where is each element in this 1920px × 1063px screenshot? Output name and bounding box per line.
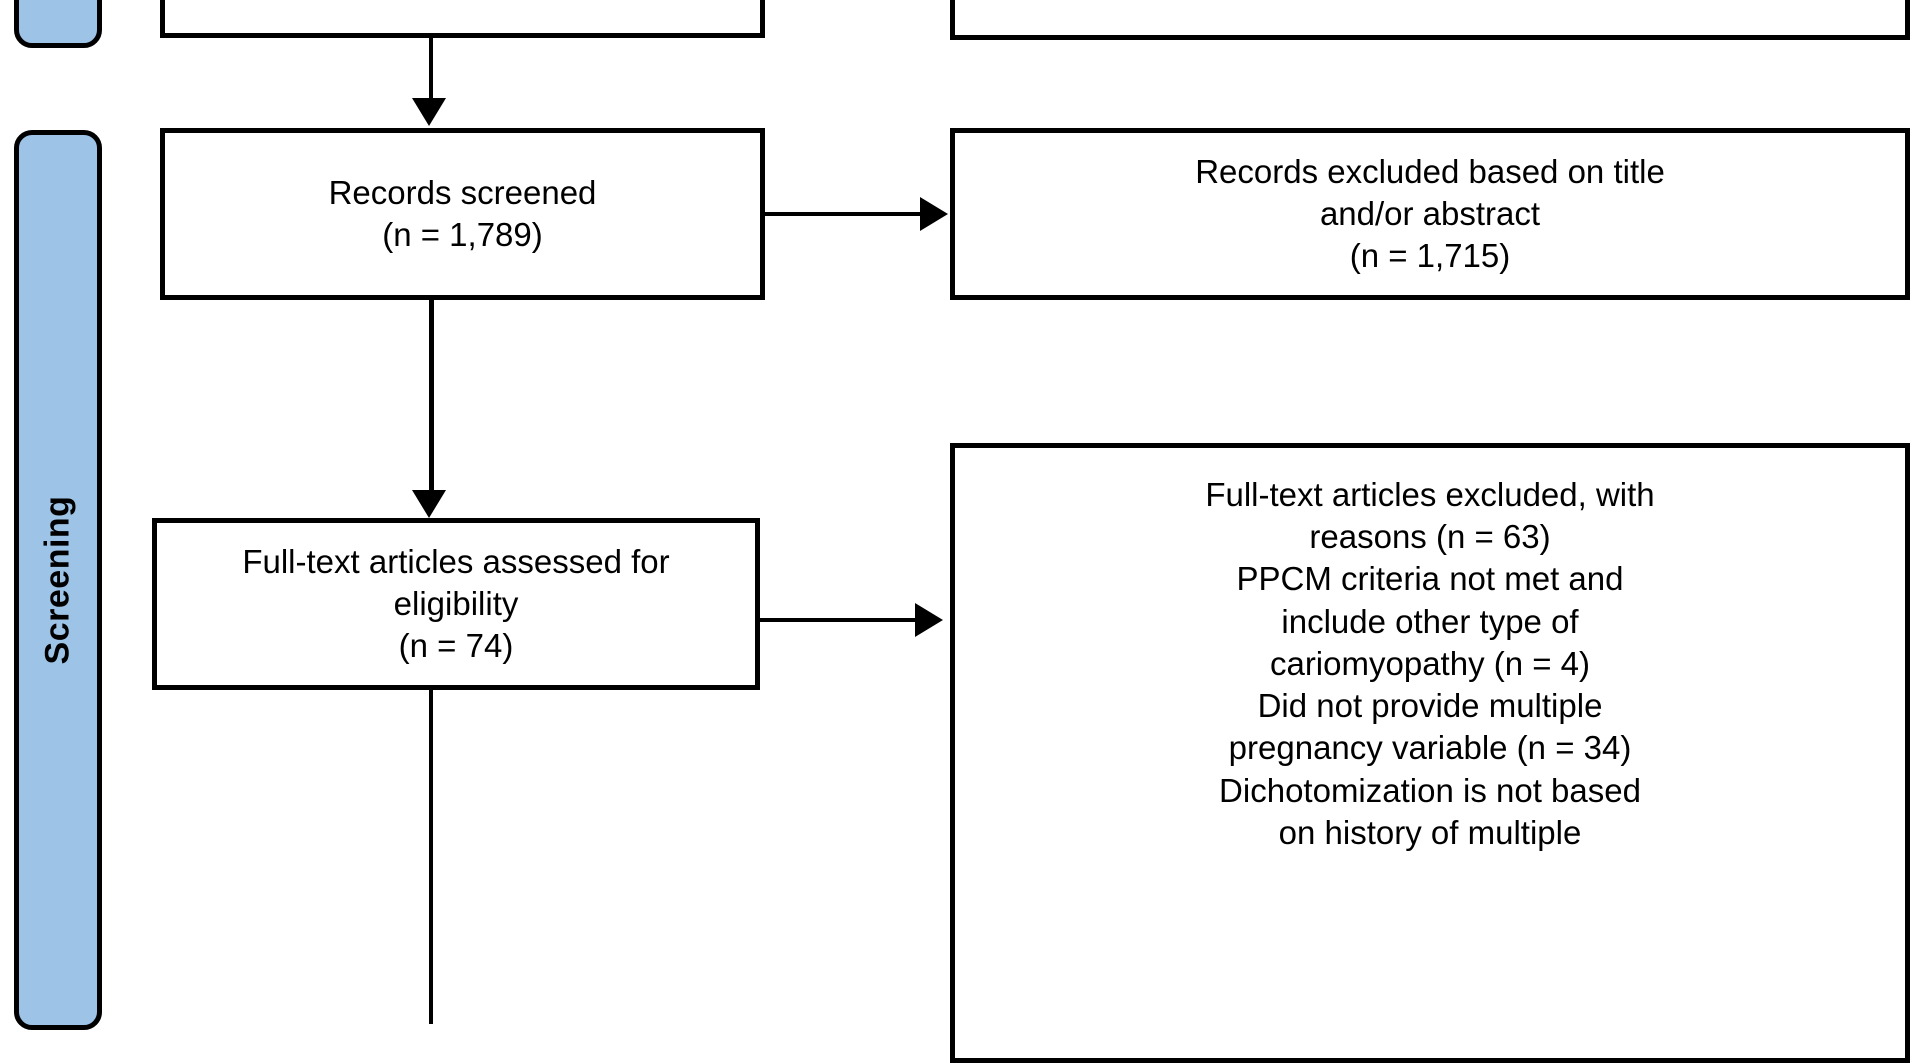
connector-fulltext-to-excluded-arrowhead (915, 603, 943, 637)
box-fulltext-assessed: Full-text articles assessed for eligibil… (152, 518, 760, 690)
stage-band-screening-label: Screening (38, 495, 77, 665)
prisma-flow-diagram: Screening Records screened (n = 1,789) R… (14, 0, 1910, 1063)
connector-screened-to-excluded-arrowhead (920, 197, 948, 231)
connector-fulltext-to-included-line (429, 690, 433, 1024)
box-fulltext-excluded: Full-text articles excluded, with reason… (950, 443, 1910, 1063)
box-records-screened: Records screened (n = 1,789) (160, 128, 765, 300)
connector-identification-to-screened-arrowhead (412, 98, 446, 126)
stage-band-screening: Screening (14, 130, 102, 1030)
connector-screened-to-fulltext-line (429, 300, 434, 510)
box-records-excluded: Records excluded based on title and/or a… (950, 128, 1910, 300)
connector-screened-to-fulltext-arrowhead (412, 490, 446, 518)
box-records-screened-text: Records screened (n = 1,789) (328, 173, 597, 253)
box-identification-top-left (160, 0, 765, 38)
connector-screened-to-excluded-line (765, 212, 925, 216)
box-fulltext-excluded-text: Full-text articles excluded, with reason… (1205, 476, 1655, 851)
stage-band-identification (14, 0, 102, 48)
box-fulltext-assessed-text: Full-text articles assessed for eligibil… (242, 542, 670, 665)
connector-identification-to-screened-line (429, 38, 433, 110)
box-identification-top-right (950, 0, 1910, 40)
box-records-excluded-text: Records excluded based on title and/or a… (1195, 152, 1665, 275)
connector-fulltext-to-excluded-line (760, 618, 920, 622)
